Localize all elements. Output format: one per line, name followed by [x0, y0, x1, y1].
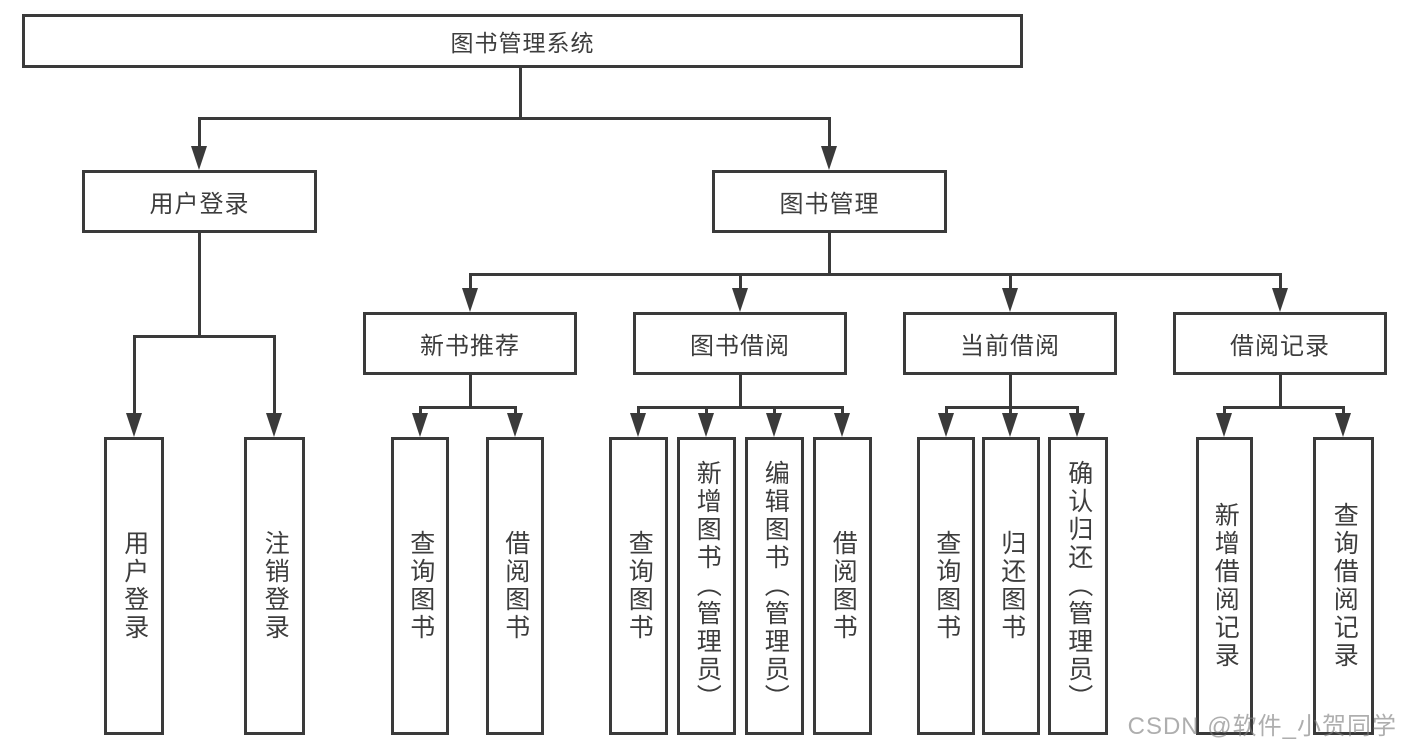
arrowhead-book-mgmt: [821, 146, 837, 170]
leaf-borrow-borrow-book: 借阅图书: [813, 437, 872, 735]
node-current-borrow-label: 当前借阅: [960, 333, 1060, 360]
connector-mgmt-stem: [828, 233, 831, 274]
connector-current-drop3: [1076, 406, 1079, 415]
leaf-borrow-edit-book: 编辑图书（管理员）: [745, 437, 804, 735]
arrowhead-nb-borrow: [507, 413, 523, 437]
connector-records-drop1: [1223, 406, 1226, 415]
connector-root-to-book-mgmt: [828, 117, 831, 148]
node-root: 图书管理系统: [22, 14, 1023, 68]
arrowhead-records: [1272, 288, 1288, 312]
connector-current-stem: [1009, 375, 1012, 407]
connector-root-rail: [198, 117, 831, 120]
arrowhead-cb-query: [938, 413, 954, 437]
arrowhead-nb-query: [412, 413, 428, 437]
connector-mgmt-to-bookborrow: [739, 273, 742, 290]
leaf-user-login-label: 用户登录: [120, 530, 149, 642]
leaf-records-add-label: 新增借阅记录: [1211, 502, 1240, 670]
connector-current-drop2: [1009, 406, 1012, 415]
connector-newbook-rail: [419, 406, 516, 409]
arrowhead-bb-query: [630, 413, 646, 437]
leaf-current-query-label: 查询图书: [932, 530, 961, 642]
leaf-newbook-borrow: 借阅图书: [486, 437, 544, 735]
leaf-records-query: 查询借阅记录: [1313, 437, 1374, 735]
connector-newbook-stem: [469, 375, 472, 407]
connector-bookborrow-rail: [637, 406, 843, 409]
arrowhead-bookborrow: [732, 288, 748, 312]
node-current-borrow: 当前借阅: [903, 312, 1117, 375]
connector-userlogin-to-logout: [273, 335, 276, 415]
leaf-current-confirm-return: 确认归还（管理员）: [1048, 437, 1108, 735]
node-new-book-recommend: 新书推荐: [363, 312, 577, 375]
connector-bookborrow-drop2: [705, 406, 708, 415]
connector-root-to-user-login: [198, 117, 201, 148]
node-book-management-label: 图书管理: [779, 191, 880, 218]
arrowhead-bb-add: [698, 413, 714, 437]
node-user-login: 用户登录: [82, 170, 317, 233]
connector-records-drop2: [1342, 406, 1345, 415]
watermark: CSDN @软件_小贺同学: [1127, 713, 1397, 740]
leaf-borrow-query-label: 查询图书: [625, 530, 654, 642]
connector-current-rail: [945, 406, 1079, 409]
connector-bookborrow-stem: [739, 375, 742, 407]
leaf-borrow-query: 查询图书: [609, 437, 668, 735]
node-user-login-label: 用户登录: [149, 191, 250, 218]
leaf-newbook-query-label: 查询图书: [406, 530, 435, 642]
connector-records-rail: [1223, 406, 1345, 409]
arrowhead-leaf-logout: [266, 413, 282, 437]
leaf-current-query: 查询图书: [917, 437, 975, 735]
leaf-records-add: 新增借阅记录: [1196, 437, 1253, 735]
leaf-current-return-label: 归还图书: [997, 530, 1026, 642]
connector-mgmt-to-currentborrow: [1009, 273, 1012, 290]
node-root-label: 图书管理系统: [450, 30, 595, 56]
arrowhead-bb-edit: [766, 413, 782, 437]
connector-userlogin-stem: [198, 233, 201, 336]
arrowhead-cb-confirm: [1069, 413, 1085, 437]
leaf-borrow-borrow-book-label: 借阅图书: [829, 530, 858, 642]
connector-mgmt-to-records: [1279, 273, 1282, 290]
connector-userlogin-to-login: [133, 335, 136, 415]
arrowhead-br-query: [1335, 413, 1351, 437]
connector-newbook-drop2: [514, 406, 517, 415]
leaf-borrow-add-book: 新增图书（管理员）: [677, 437, 736, 735]
node-book-management: 图书管理: [712, 170, 947, 233]
leaf-newbook-query: 查询图书: [391, 437, 449, 735]
connector-userlogin-rail: [133, 335, 276, 338]
arrowhead-bb-borrow: [834, 413, 850, 437]
connector-current-drop1: [945, 406, 948, 415]
node-borrow-records: 借阅记录: [1173, 312, 1387, 375]
arrowhead-br-add: [1216, 413, 1232, 437]
connector-mgmt-rail: [469, 273, 1281, 276]
arrowhead-currentborrow: [1002, 288, 1018, 312]
node-book-borrow-label: 图书借阅: [690, 333, 790, 360]
connector-root-stem: [519, 68, 522, 118]
leaf-current-return: 归还图书: [982, 437, 1040, 735]
leaf-logout: 注销登录: [244, 437, 305, 735]
connector-bookborrow-drop4: [841, 406, 844, 415]
leaf-user-login: 用户登录: [104, 437, 164, 735]
leaf-borrow-edit-book-label: 编辑图书（管理员）: [761, 460, 790, 712]
arrowhead-cb-return: [1002, 413, 1018, 437]
connector-bookborrow-drop3: [773, 406, 776, 415]
leaf-borrow-add-book-label: 新增图书（管理员）: [693, 460, 722, 712]
node-new-book-recommend-label: 新书推荐: [420, 333, 520, 360]
arrowhead-newbook: [462, 288, 478, 312]
arrowhead-user-login: [191, 146, 207, 170]
leaf-current-confirm-return-label: 确认归还（管理员）: [1064, 460, 1093, 712]
node-book-borrow: 图书借阅: [633, 312, 847, 375]
leaf-newbook-borrow-label: 借阅图书: [501, 530, 530, 642]
connector-records-stem: [1279, 375, 1282, 407]
connector-bookborrow-drop1: [637, 406, 640, 415]
leaf-records-query-label: 查询借阅记录: [1330, 502, 1359, 670]
node-borrow-records-label: 借阅记录: [1230, 333, 1330, 360]
connector-newbook-drop1: [419, 406, 422, 415]
arrowhead-leaf-login: [126, 413, 142, 437]
leaf-logout-label: 注销登录: [261, 530, 290, 642]
connector-mgmt-to-newbook: [469, 273, 472, 290]
